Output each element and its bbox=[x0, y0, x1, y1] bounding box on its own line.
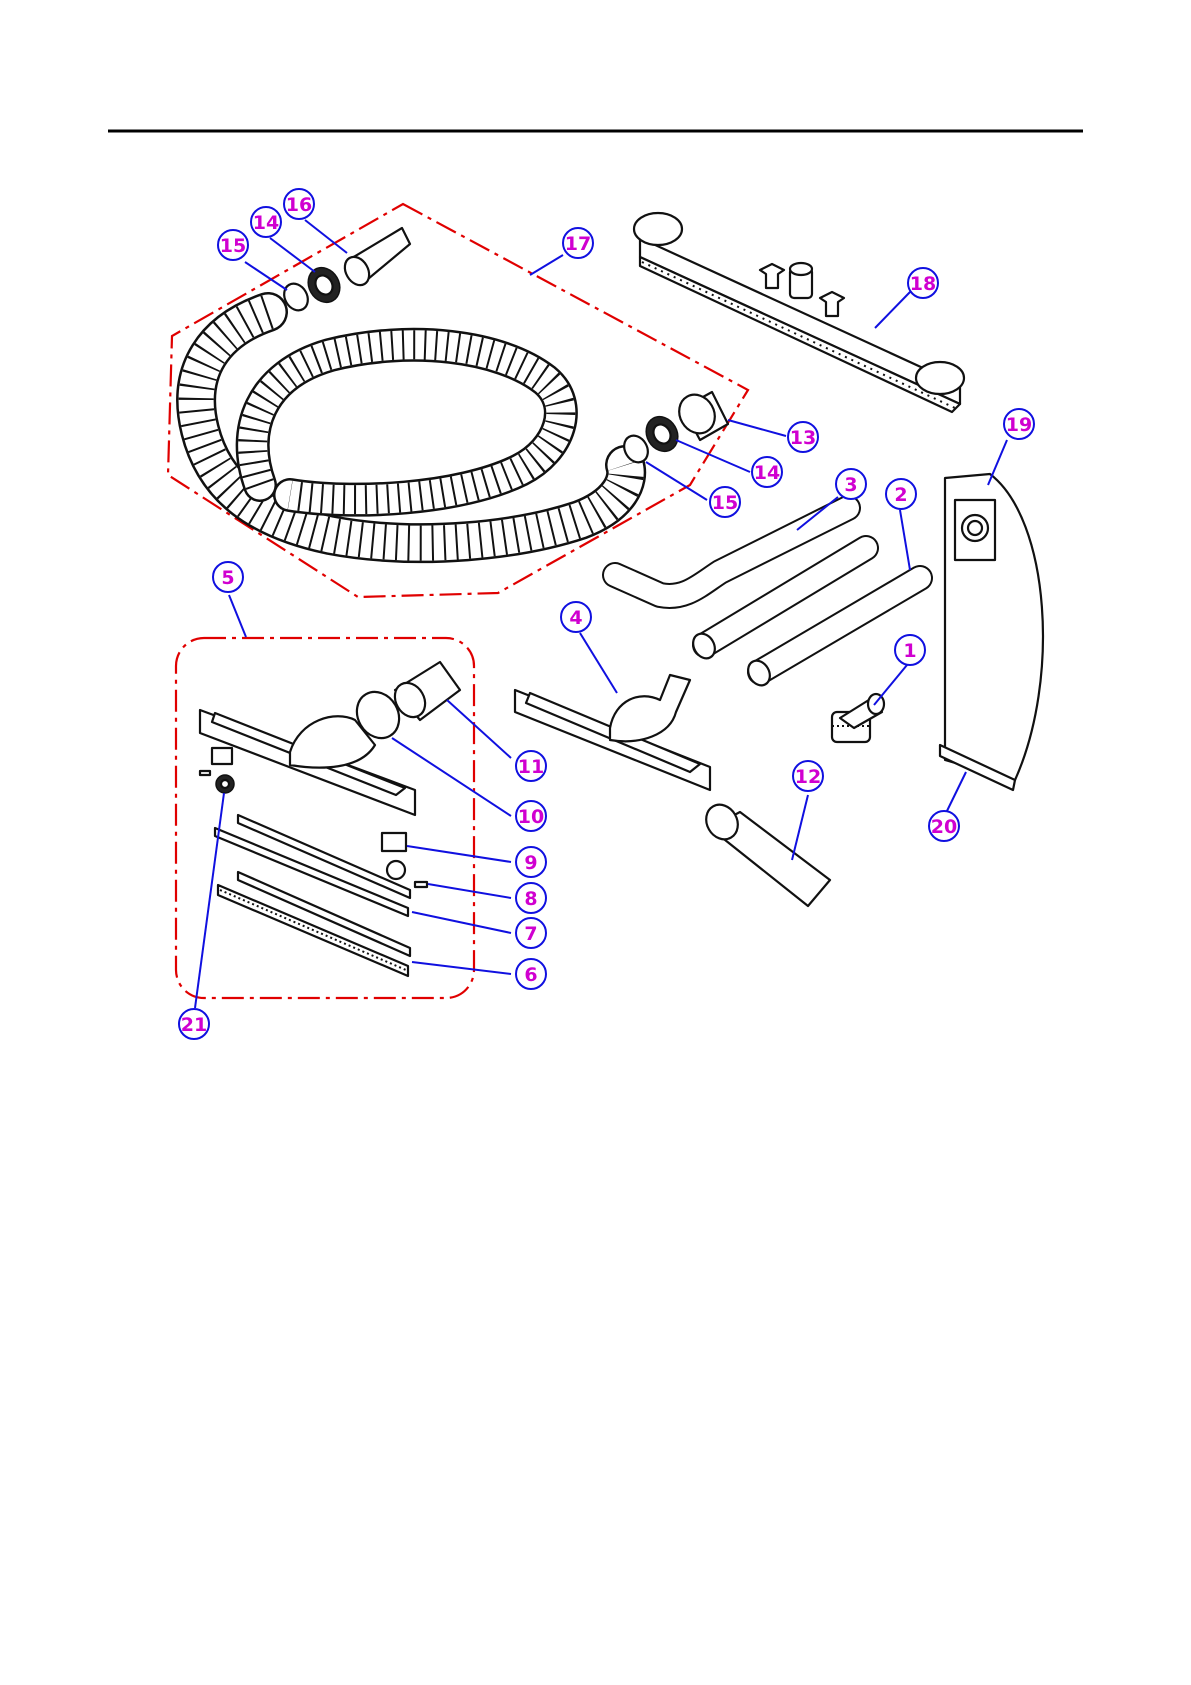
svg-text:9: 9 bbox=[524, 852, 537, 874]
svg-text:5: 5 bbox=[221, 567, 234, 589]
callout-18: 18 bbox=[908, 268, 938, 298]
callout-12: 12 bbox=[793, 761, 823, 791]
callout-5: 5 bbox=[213, 562, 243, 592]
svg-text:14: 14 bbox=[754, 462, 780, 484]
svg-text:18: 18 bbox=[910, 273, 936, 295]
svg-text:3: 3 bbox=[844, 474, 857, 496]
svg-text:15: 15 bbox=[712, 492, 738, 514]
leader-c18 bbox=[875, 292, 910, 328]
callout-15-upper: 15 bbox=[218, 230, 248, 260]
callout-21: 21 bbox=[179, 1009, 209, 1039]
callout-11: 11 bbox=[516, 751, 546, 781]
svg-text:12: 12 bbox=[795, 766, 821, 788]
small-parts-right bbox=[382, 833, 427, 887]
callout-20: 20 bbox=[929, 811, 959, 841]
callout-6: 6 bbox=[516, 959, 546, 989]
dust-bag-19 bbox=[945, 474, 1043, 780]
callout-3: 3 bbox=[836, 469, 866, 499]
callout-4: 4 bbox=[561, 602, 591, 632]
leader-c6 bbox=[412, 962, 511, 974]
small-parts-left bbox=[200, 748, 234, 793]
callout-10: 10 bbox=[516, 801, 546, 831]
leader-c13 bbox=[728, 420, 786, 436]
svg-text:4: 4 bbox=[569, 607, 582, 629]
leader-c5 bbox=[229, 595, 246, 637]
floor-tool-assembly bbox=[200, 662, 460, 815]
callout-15-lower: 15 bbox=[710, 487, 740, 517]
leader-c9 bbox=[407, 846, 511, 862]
callout-9: 9 bbox=[516, 847, 546, 877]
leader-c4 bbox=[580, 633, 617, 693]
leader-c20 bbox=[945, 772, 966, 815]
leader-c15a bbox=[245, 262, 287, 290]
svg-text:16: 16 bbox=[286, 194, 312, 216]
hose-cuff-16 bbox=[340, 228, 410, 289]
squeegee-bar bbox=[634, 213, 964, 412]
svg-text:1: 1 bbox=[903, 640, 916, 662]
leader-c12 bbox=[792, 795, 808, 860]
svg-text:13: 13 bbox=[790, 427, 816, 449]
hose-cuff-13 bbox=[672, 388, 728, 440]
callout-7: 7 bbox=[516, 918, 546, 948]
leader-c16 bbox=[305, 220, 347, 253]
leader-c7 bbox=[412, 912, 511, 933]
crevice-tool-12 bbox=[700, 799, 830, 906]
leader-c17 bbox=[530, 255, 563, 275]
leader-c19 bbox=[988, 440, 1007, 485]
leader-c14a bbox=[270, 238, 315, 272]
svg-text:14: 14 bbox=[253, 212, 279, 234]
callout-17: 17 bbox=[563, 228, 593, 258]
callout-16: 16 bbox=[284, 189, 314, 219]
leader-c2 bbox=[900, 510, 910, 570]
svg-text:11: 11 bbox=[518, 756, 544, 778]
leader-c1 bbox=[874, 665, 907, 705]
callout-8: 8 bbox=[516, 883, 546, 913]
svg-text:20: 20 bbox=[931, 816, 957, 838]
svg-text:10: 10 bbox=[518, 806, 544, 828]
svg-text:2: 2 bbox=[894, 484, 907, 506]
callout-13: 13 bbox=[788, 422, 818, 452]
leader-c8 bbox=[428, 884, 511, 898]
svg-text:7: 7 bbox=[524, 923, 537, 945]
leader-c11 bbox=[447, 700, 511, 758]
leader-c14b bbox=[676, 440, 750, 472]
leader-c21 bbox=[195, 793, 224, 1008]
callout-19: 19 bbox=[1004, 409, 1034, 439]
callout-14-upper: 14 bbox=[251, 207, 281, 237]
svg-text:17: 17 bbox=[565, 233, 591, 255]
squeegee-blades bbox=[215, 815, 410, 976]
leader-c15b bbox=[646, 462, 707, 500]
svg-text:15: 15 bbox=[220, 235, 246, 257]
svg-text:6: 6 bbox=[524, 964, 537, 986]
callout-1: 1 bbox=[895, 635, 925, 665]
callout-2: 2 bbox=[886, 479, 916, 509]
svg-text:19: 19 bbox=[1006, 414, 1032, 436]
callout-14-lower: 14 bbox=[752, 457, 782, 487]
svg-text:8: 8 bbox=[524, 888, 537, 910]
svg-text:21: 21 bbox=[181, 1014, 207, 1036]
hose bbox=[196, 312, 626, 543]
